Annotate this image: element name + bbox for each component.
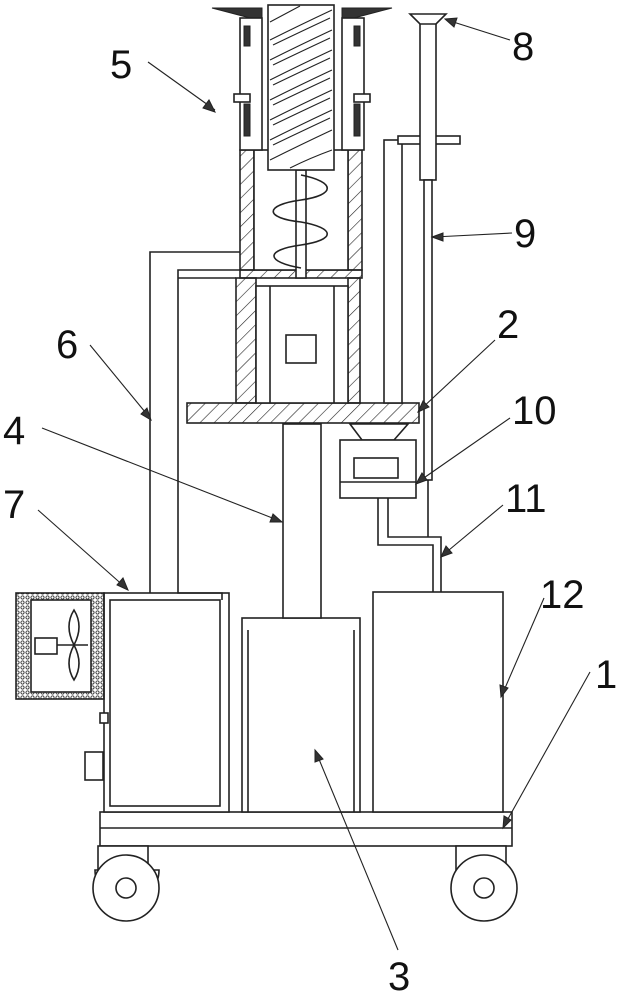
tank-12 — [372, 591, 504, 813]
label-9: 9 — [514, 212, 536, 256]
collection-box-7 — [84, 592, 230, 813]
wheel-left — [92, 845, 160, 922]
label-7: 7 — [3, 483, 25, 527]
pipe-11 — [377, 480, 442, 592]
label-4: 4 — [3, 409, 25, 453]
water-tank-3 — [241, 617, 361, 813]
label-5: 5 — [110, 43, 132, 87]
fan-box — [15, 592, 105, 700]
label-12: 12 — [540, 573, 585, 617]
label-2: 2 — [497, 303, 519, 347]
feed-funnel — [211, 7, 393, 151]
pipe-6 — [149, 251, 240, 600]
motor-housing — [235, 277, 361, 404]
support-column-4 — [282, 423, 322, 619]
pump-10 — [339, 423, 417, 499]
base-frame — [99, 811, 513, 847]
label-10: 10 — [512, 389, 557, 433]
wheel-right — [450, 845, 518, 922]
label-3: 3 — [388, 955, 410, 999]
support-plate-2 — [186, 402, 420, 424]
crusher-roller — [267, 4, 335, 171]
label-11: 11 — [505, 477, 547, 521]
spray-pipe-9 — [383, 13, 461, 481]
label-1: 1 — [595, 653, 617, 697]
leader-lines — [37, 17, 591, 951]
label-6: 6 — [56, 323, 78, 367]
label-8: 8 — [512, 25, 534, 69]
